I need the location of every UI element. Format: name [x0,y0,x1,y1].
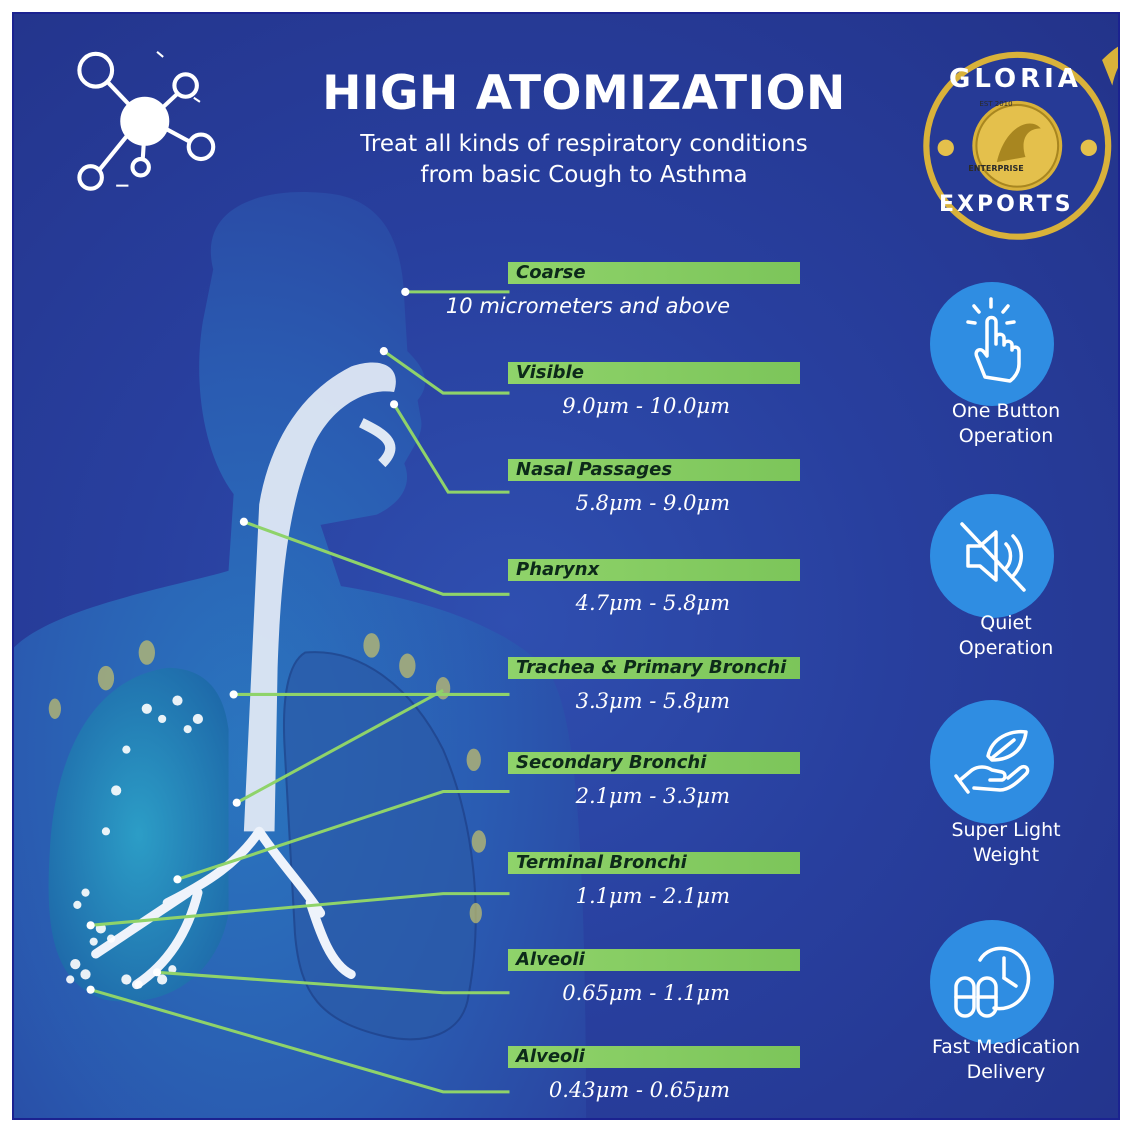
label-bar [508,559,800,581]
label-bar [508,657,800,679]
region-label: Coarse [516,262,586,283]
logo-brand-bottom: EXPORTS [939,192,1074,217]
logo-est: EST 2010 [979,100,1013,108]
label-bar [508,262,800,284]
region-label: Alveoli [516,1046,585,1067]
region-label: Terminal Bronchi [516,852,687,873]
leader-lines [90,290,510,1094]
page-subtitle: Treat all kinds of respiratory condition… [360,131,808,188]
size-range: 0.65μm - 1.1μm [562,981,730,1005]
label-bar [508,362,800,384]
leaf-hand-icon [930,700,1054,824]
logo-enterprise: ENTERPRISE [968,164,1024,173]
clock-capsule-icon [930,920,1054,1044]
size-range: 2.1μm - 3.3μm [575,784,730,808]
size-range: 3.3μm - 5.8μm [575,689,730,713]
size-range: 9.0μm - 10.0μm [562,394,730,418]
label-bar [508,852,800,874]
respiratory-illustration [14,46,1118,1118]
region-label: Trachea & Primary Bronchi [516,657,787,678]
airway [243,362,396,832]
molecule-icon [77,51,216,191]
tap-hand-icon [930,282,1054,406]
mute-speaker-icon [930,494,1054,618]
page-title: HIGH ATOMIZATION [322,66,846,121]
label-bar [508,1046,800,1068]
label-bar [508,459,800,481]
size-range: 5.8μm - 9.0μm [575,491,730,515]
logo-brand-top: GLORIA [949,64,1082,94]
gloria-exports-logo [923,46,1118,240]
size-range: 4.7μm - 5.8μm [575,591,730,615]
label-bar [508,949,800,971]
right-lung [282,651,477,1041]
size-range: 1.1μm - 2.1μm [575,884,730,908]
region-label: Nasal Passages [516,459,673,480]
region-label: Visible [516,362,584,383]
infographic-panel: HIGH ATOMIZATION Treat all kinds of resp… [12,12,1120,1120]
size-range: 10 micrometers and above [445,294,730,318]
region-label: Pharynx [516,559,600,580]
region-label: Alveoli [516,949,585,970]
label-bar [508,752,800,774]
size-range: 0.43μm - 0.65μm [548,1078,730,1102]
region-label: Secondary Bronchi [516,752,707,773]
